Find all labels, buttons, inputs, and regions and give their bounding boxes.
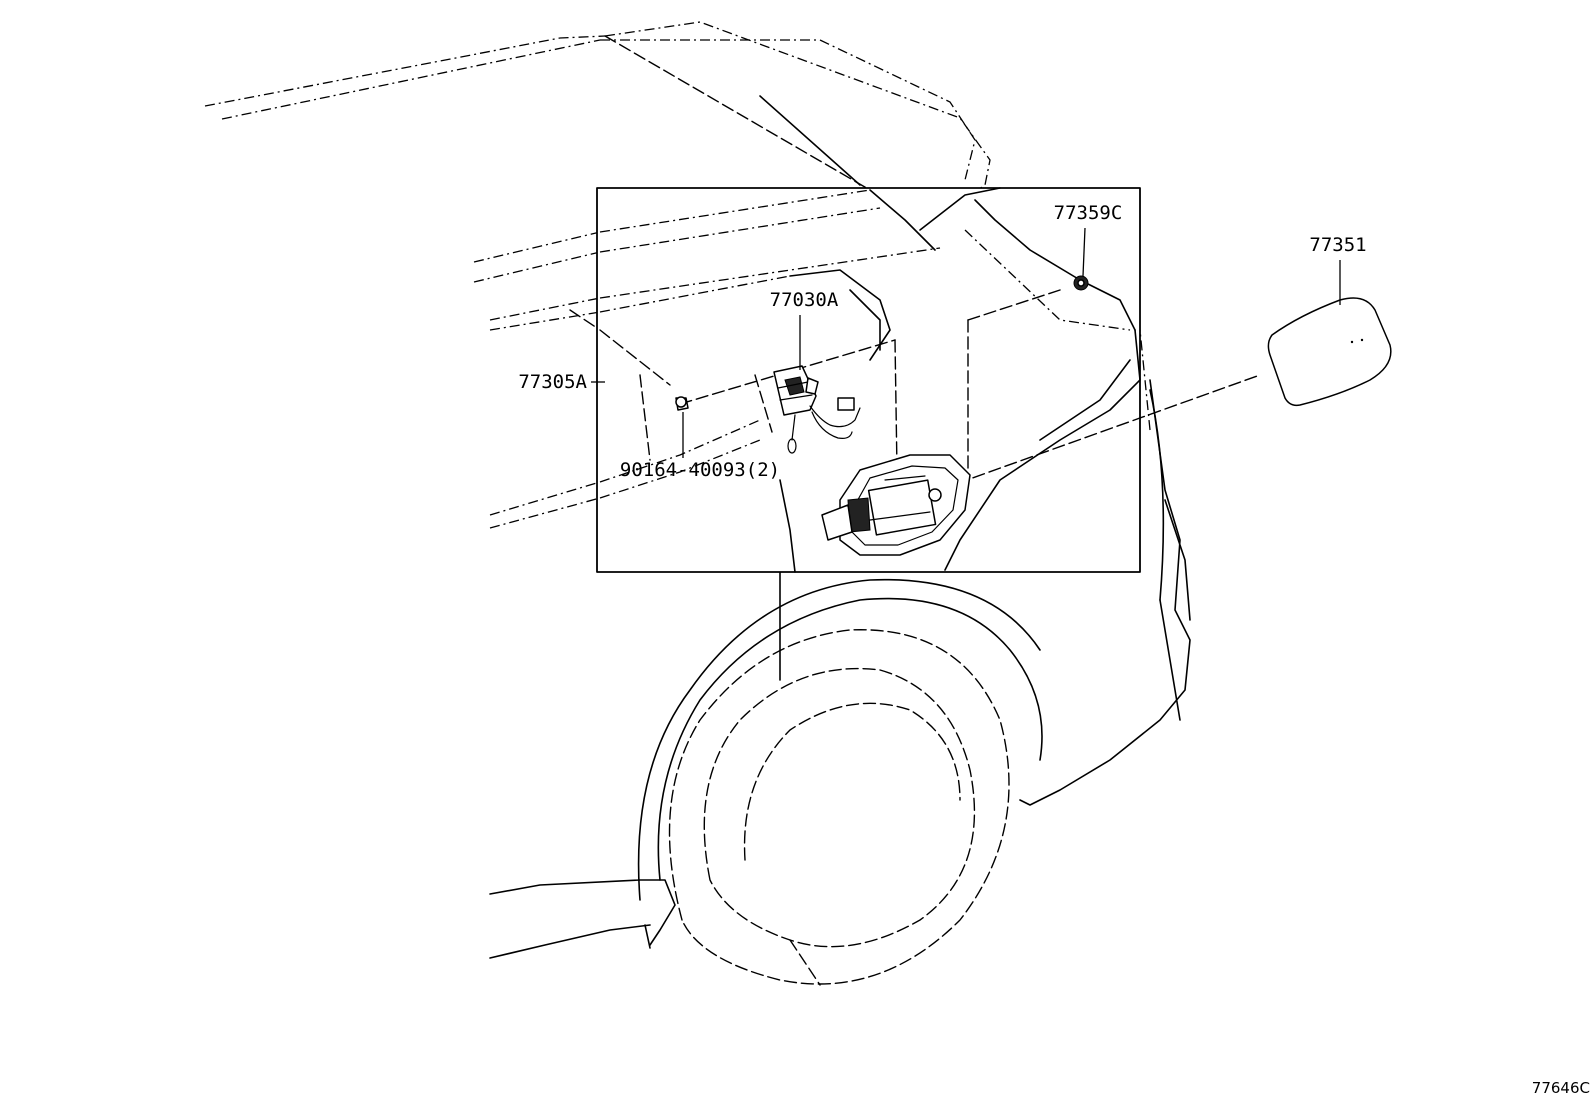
callout-90164-40093: 90164-40093(2) [620, 459, 780, 481]
actuator-assembly [773, 365, 861, 454]
screw-part [675, 396, 689, 411]
callout-77030a: 77030A [770, 289, 839, 311]
vehicle-body-outline [204, 21, 1191, 986]
fuel-door-housing [821, 454, 971, 556]
callout-77305a: 77305A [518, 371, 587, 393]
callout-77351: 77351 [1309, 234, 1366, 256]
callout-77359c: 77359C [1054, 202, 1123, 224]
callout-labels: 77351 77359C 77030A 77305A 90164-40093(2… [518, 202, 1366, 481]
clip-part [1073, 275, 1089, 291]
fuel-door-panel [1267, 297, 1392, 407]
figure-number: 77646C [1532, 1079, 1590, 1097]
leader-lines [591, 227, 1341, 458]
